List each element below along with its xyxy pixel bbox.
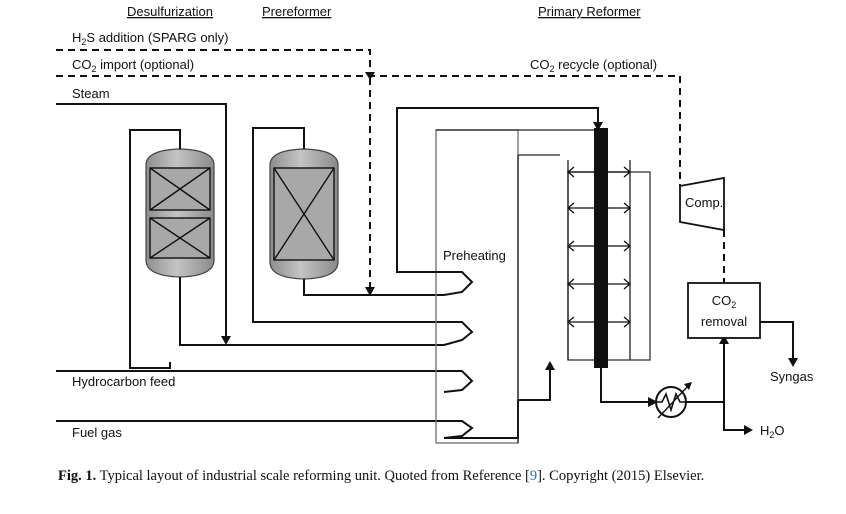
- arrowhead: [719, 335, 729, 344]
- preheating-section: [435, 129, 519, 444]
- arrowhead: [221, 336, 231, 345]
- co2-removal-unit: [687, 282, 761, 339]
- caption-reference-link[interactable]: 9: [529, 468, 538, 484]
- label-co2-import: CO2 import (optional): [72, 57, 194, 74]
- label-h2o: H2O: [760, 423, 785, 440]
- prereformer-outlet-line: [303, 279, 444, 296]
- section-title-desulfurization: Desulfurization: [127, 4, 213, 19]
- label-fuel-gas: Fuel gas: [72, 425, 122, 440]
- label-co2-recycle: CO2 recycle (optional): [530, 57, 657, 74]
- label-co2-removal-line2: removal: [701, 314, 747, 329]
- radiant-box: [567, 171, 651, 361]
- label-syngas: Syngas: [770, 369, 814, 384]
- syngas-line: [760, 321, 794, 362]
- heat-exchanger: [655, 382, 692, 419]
- figure-caption: Fig. 1. Typical layout of industrial sca…: [58, 468, 838, 485]
- compressor: [679, 176, 725, 232]
- preheating-coils: [443, 271, 474, 439]
- arrowhead: [545, 361, 555, 370]
- caption-label: Fig. 1.: [58, 468, 97, 484]
- co2-import-line: [56, 75, 681, 186]
- desulfurization-inlet-line: [129, 129, 181, 369]
- label-steam: Steam: [72, 86, 110, 101]
- reforming-flow-diagram: Desulfurization Prereformer Primary Refo…: [56, 4, 814, 444]
- burners: [566, 166, 632, 328]
- label-hydrocarbon-feed: Hydrocarbon feed: [72, 374, 175, 389]
- prereformer-inlet-line: [252, 127, 444, 323]
- steam-to-reformer-line: [396, 107, 599, 273]
- arrowhead: [744, 425, 753, 435]
- fuel-gas-to-burners-line: [444, 366, 551, 439]
- caption-text: Typical layout of industrial scale refor…: [96, 468, 530, 484]
- arrowhead: [593, 122, 603, 131]
- reformer-outlet-line: [600, 368, 656, 403]
- steam-line: [56, 103, 227, 340]
- label-comp: Comp.: [685, 195, 723, 210]
- section-title-primary-reformer: Primary Reformer: [538, 4, 641, 19]
- caption-text-end: ]. Copyright (2015) Elsevier.: [537, 468, 705, 484]
- arrowhead: [648, 397, 658, 407]
- exchanger-outlet-line: [686, 340, 725, 403]
- prereformer-vessel: [269, 148, 339, 280]
- label-preheating: Preheating: [443, 248, 506, 263]
- h2o-line: [723, 402, 748, 431]
- desulfurization-outlet-line: [179, 277, 444, 346]
- arrowhead: [365, 287, 375, 296]
- h2s-addition-line: [56, 49, 371, 72]
- desulfurization-vessel: [145, 148, 215, 278]
- reformer-tube: [594, 128, 608, 368]
- label-h2s-addition: H2S addition (SPARG only): [72, 30, 229, 47]
- arrowhead: [365, 72, 375, 80]
- section-title-prereformer: Prereformer: [262, 4, 332, 19]
- label-co2-removal: CO2: [712, 293, 737, 310]
- arrowhead: [788, 358, 798, 367]
